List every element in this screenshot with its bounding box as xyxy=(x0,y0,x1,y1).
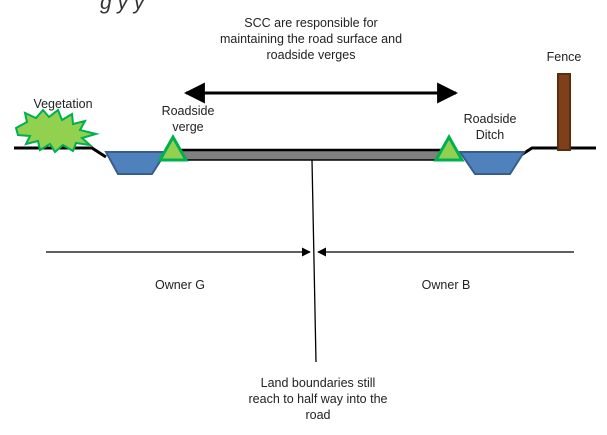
vegetation-shape xyxy=(14,108,100,154)
page-title-fragment: g y y xyxy=(100,0,145,14)
boundary-note-label: Land boundaries still reach to half way … xyxy=(248,376,388,422)
owner-g-label: Owner G xyxy=(154,278,205,292)
roadside-ditch-label: Roadside Ditch xyxy=(463,112,517,142)
vegetation-label: Vegetation xyxy=(33,97,93,111)
roadside-verge-label: Roadside verge xyxy=(161,104,215,134)
ground-line-left xyxy=(14,146,107,159)
fence-post xyxy=(557,73,571,151)
scc-responsibility-label: SCC are responsible for maintaining the … xyxy=(219,16,403,62)
fence-label: Fence xyxy=(546,50,582,64)
right-roadside-ditch xyxy=(458,151,526,175)
left-roadside-verge xyxy=(157,133,189,162)
right-roadside-verge xyxy=(433,133,465,162)
owner-b-label: Owner B xyxy=(421,278,471,292)
road-surface xyxy=(179,149,443,161)
left-roadside-ditch xyxy=(104,151,168,175)
boundary-line xyxy=(311,159,317,363)
